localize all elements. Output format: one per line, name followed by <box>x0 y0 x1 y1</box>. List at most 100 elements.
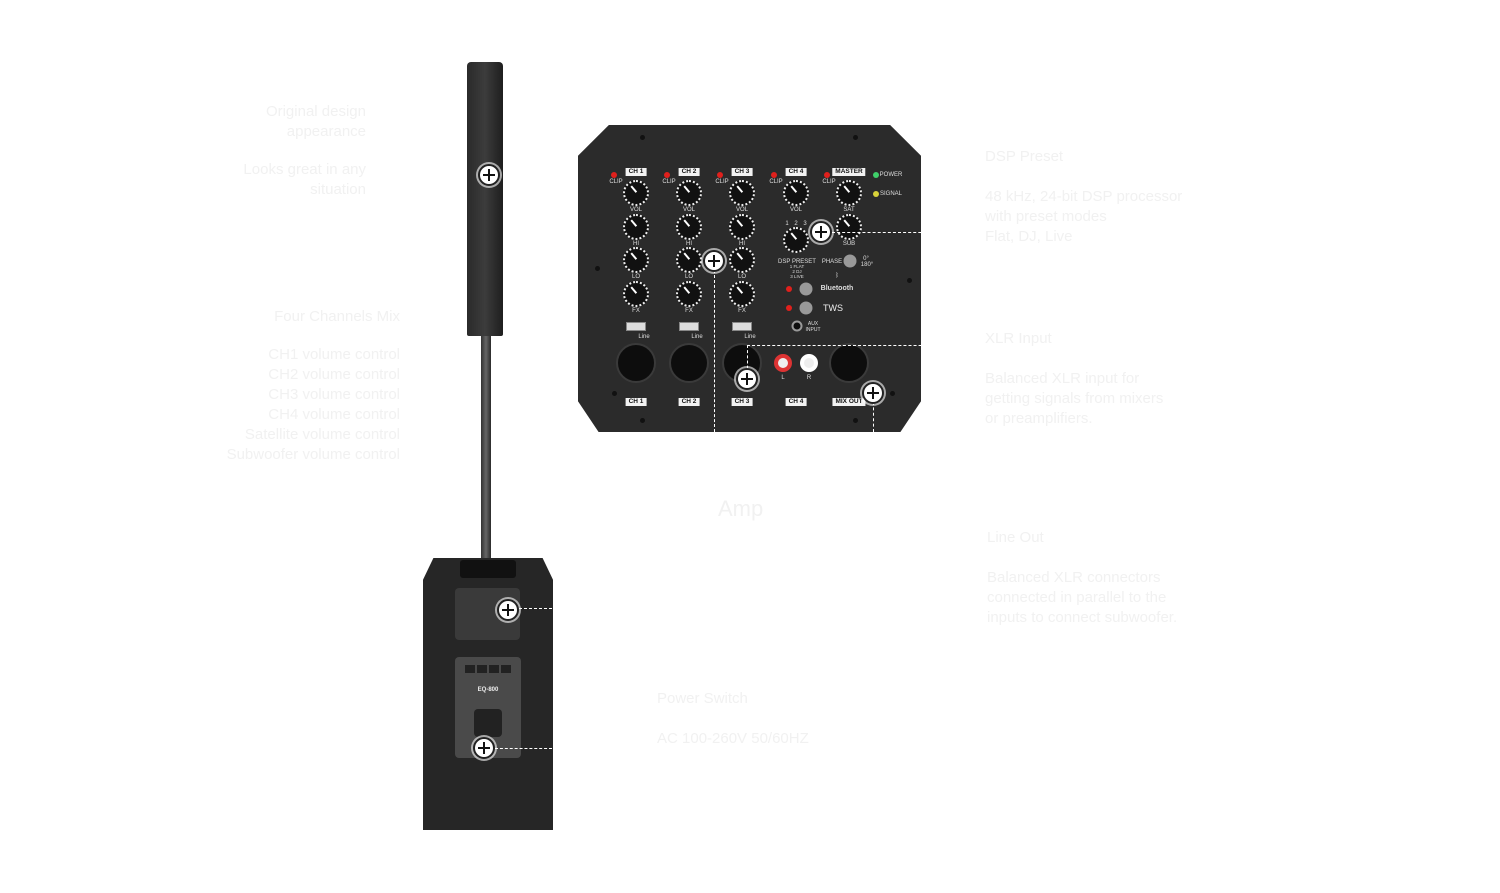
knob-lo[interactable] <box>676 247 702 273</box>
tws-label: TWS <box>823 303 843 313</box>
knob-lo[interactable] <box>623 247 649 273</box>
knob-vol[interactable] <box>729 180 755 206</box>
vent-slots <box>465 665 511 673</box>
knob-label[interactable]: VOL <box>789 207 803 213</box>
knob-label[interactable]: HI <box>633 241 639 247</box>
clip-led <box>717 172 723 178</box>
rca-r-jack[interactable] <box>800 354 818 372</box>
screw <box>907 278 912 283</box>
input-switch <box>679 322 699 331</box>
power-led <box>873 172 879 178</box>
hotspot-xlr-input[interactable] <box>736 368 758 390</box>
knob-label[interactable]: FX <box>685 308 693 314</box>
hotspot-line-out[interactable] <box>862 382 884 404</box>
clip-label: CLIP <box>609 179 623 185</box>
feature-dsp-title: DSP Preset <box>985 148 1064 165</box>
dsp-position: 2 <box>794 221 798 227</box>
knob-label[interactable]: HI <box>686 241 692 247</box>
rca-l-label: L <box>781 375 785 381</box>
channel-label: CH 3 <box>731 168 753 176</box>
knob-vol[interactable] <box>783 180 809 206</box>
knob-label[interactable]: SUB <box>842 241 856 247</box>
knob-vol[interactable] <box>676 180 702 206</box>
screw <box>595 266 600 271</box>
knob-label[interactable]: FX <box>738 308 746 314</box>
combo-jack[interactable] <box>616 343 656 383</box>
knob-sat[interactable] <box>836 180 862 206</box>
input-label: CH 1 <box>625 398 647 406</box>
knob-fx[interactable] <box>676 281 702 307</box>
bluetooth-label: Bluetooth <box>820 285 854 292</box>
screw <box>853 418 858 423</box>
knob-label[interactable]: HI <box>739 241 745 247</box>
clip-led <box>664 172 670 178</box>
feature-looks-title: Looks great in any <box>243 161 366 178</box>
amp-model: EQ-800 <box>477 687 499 693</box>
clip-label: CLIP <box>822 179 836 185</box>
phase-label: PHASE <box>821 259 843 265</box>
aux-label: AUX INPUT <box>805 321 821 333</box>
knob-fx[interactable] <box>729 281 755 307</box>
knob-label[interactable]: SAT <box>843 207 855 213</box>
input-switch <box>626 322 646 331</box>
dsp-position: 3 <box>803 221 807 227</box>
line-label: Line <box>691 334 703 340</box>
hotspot-power-switch[interactable] <box>473 737 495 759</box>
tws-btn[interactable] <box>799 301 813 315</box>
knob-hi[interactable] <box>729 214 755 240</box>
knob-fx[interactable] <box>623 281 649 307</box>
feature-dsp: DSP Preset 48 kHz, 24-bit DSP processor … <box>985 147 1265 247</box>
phase-btn[interactable] <box>843 254 857 268</box>
phase-180: 180° <box>860 262 874 268</box>
signal-led <box>873 191 879 197</box>
knob-label[interactable]: VOL <box>735 207 749 213</box>
knob-label[interactable]: LO <box>684 274 694 280</box>
knob-hi[interactable] <box>623 214 649 240</box>
xlr-out-jack[interactable] <box>829 343 869 383</box>
hotspot-design[interactable] <box>478 164 500 186</box>
phase-0: 0° <box>863 256 869 262</box>
knob-hi[interactable] <box>676 214 702 240</box>
feature-design-sub: appearance <box>286 123 366 140</box>
knob-label[interactable]: VOL <box>629 207 643 213</box>
hotspot-mixer[interactable] <box>703 250 725 272</box>
feature-dsp-desc: with preset modes <box>985 208 1107 225</box>
bluetooth-icon: ᛒ <box>835 273 839 279</box>
mixer-feature-item: Satellite volume control <box>244 426 400 443</box>
hotspot-dsp[interactable] <box>810 221 832 243</box>
combo-jack[interactable] <box>669 343 709 383</box>
feature-lineout-desc: Balanced XLR connectors <box>987 569 1161 586</box>
bluetooth-btn[interactable] <box>799 282 813 296</box>
knob-vol[interactable] <box>623 180 649 206</box>
knob-lo[interactable] <box>729 247 755 273</box>
pole-mount <box>460 560 516 578</box>
screw <box>640 135 645 140</box>
knob-label[interactable]: FX <box>632 308 640 314</box>
channel-label: CH 4 <box>785 168 807 176</box>
mixer-feature-item: CH3 volume control <box>268 386 400 403</box>
knob-sub[interactable] <box>836 214 862 240</box>
knob-dsp-preset[interactable] <box>783 227 809 253</box>
feature-xlr: XLR Input Balanced XLR input for getting… <box>985 329 1265 429</box>
input-label: MIX OUT <box>832 398 866 406</box>
knob-label[interactable]: LO <box>737 274 747 280</box>
dsp-mode: 1 FLAT <box>789 264 805 269</box>
feature-lineout-title: Line Out <box>987 529 1044 546</box>
dsp-position: 1 <box>785 221 789 227</box>
knob-label[interactable]: LO <box>631 274 641 280</box>
hotspot-amp[interactable] <box>497 599 519 621</box>
mixer-feature-item: Subwoofer volume control <box>226 446 400 463</box>
feature-looks: Looks great in any situation <box>190 160 366 200</box>
screw <box>890 391 895 396</box>
rca-l-jack[interactable] <box>774 354 792 372</box>
knob-label[interactable]: VOL <box>682 207 696 213</box>
line-label: Line <box>744 334 756 340</box>
tws-led <box>786 305 792 311</box>
dsp-mode: 3 LIVE <box>790 274 804 279</box>
feature-xlr-title: XLR Input <box>985 330 1052 347</box>
aux-jack[interactable] <box>791 320 803 332</box>
dsp-mode: 2 DJ <box>792 269 802 274</box>
dsp-preset-label: DSP PRESET <box>778 259 816 265</box>
